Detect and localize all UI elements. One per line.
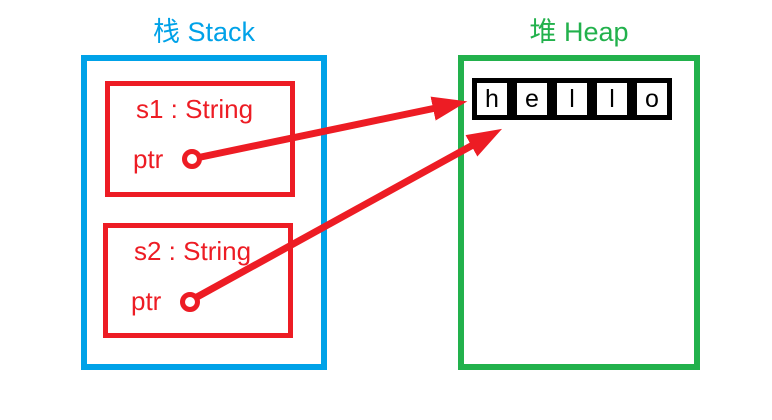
heap-cell: e [517,83,547,115]
s2-ptr-label: ptr [131,286,162,316]
stack-title: 栈 Stack [152,17,256,47]
heap-cell: h [477,83,507,115]
heap-cell: o [637,83,667,115]
s1-ptr-label: ptr [133,144,164,174]
heap-cell: l [597,83,627,115]
heap-cell: l [557,83,587,115]
s2-label: s2 : String [134,236,252,266]
s1-label: s1 : String [136,94,254,124]
stack-frame-s1: s1 : String ptr [105,81,295,197]
heap-string-hello: h e l l o [472,78,672,120]
heap-title: 堆 Heap [529,17,629,47]
stack-frame-s2: s2 : String ptr [103,223,293,338]
